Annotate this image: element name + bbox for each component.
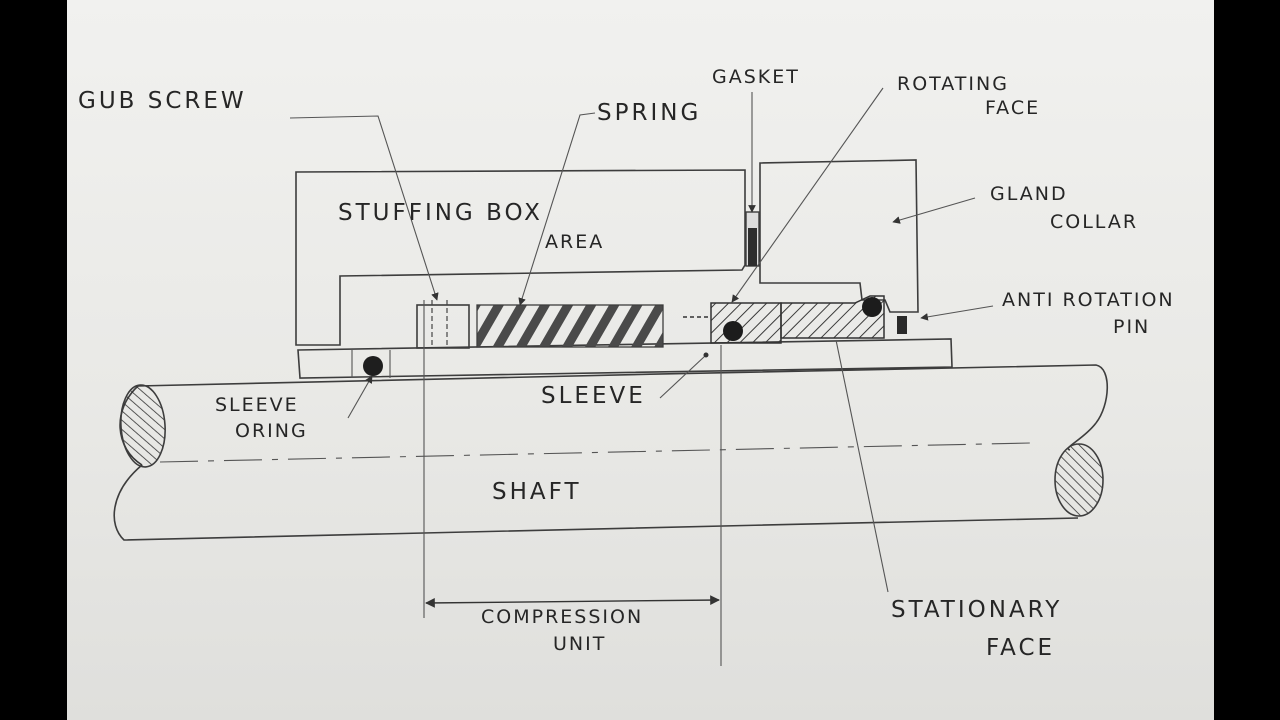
anti-rotation-pin [897, 316, 907, 334]
label-sleeve-oring-line2: ORING [235, 420, 308, 442]
leader-lines [289, 87, 994, 593]
shaft [113, 364, 1108, 541]
grub-screw-collar [416, 300, 470, 349]
label-compression-unit-line2: UNIT [553, 633, 606, 655]
rotating-face [683, 302, 782, 344]
label-gasket: GASKET [712, 66, 800, 88]
label-shaft: SHAFT [492, 479, 582, 505]
label-spring: SPRING [597, 100, 701, 126]
label-gland-collar-line2: COLLAR [1050, 211, 1138, 233]
label-rotating-face-line2: FACE [985, 97, 1040, 119]
spring [476, 304, 664, 348]
label-compression-unit-line1: COMPRESSION [481, 606, 643, 628]
stationary-face [780, 295, 885, 339]
label-anti-rotation-line2: PIN [1113, 316, 1150, 338]
label-rotating-face-line1: ROTATING [897, 73, 1009, 95]
label-stuffing-box-line1: STUFFING BOX [338, 200, 543, 226]
label-stationary-face-line2: FACE [986, 635, 1055, 661]
gasket [745, 211, 760, 267]
sleeve-oring [363, 356, 383, 376]
label-sleeve: SLEEVE [541, 383, 646, 409]
gland-collar [759, 159, 919, 313]
label-sleeve-oring-line1: SLEEVE [215, 394, 299, 416]
label-gland-collar-line1: GLAND [990, 183, 1068, 205]
stuffing-box-housing [295, 169, 746, 346]
label-grub-screw: GUB SCREW [78, 88, 247, 114]
label-stationary-face-line1: STATIONARY [891, 597, 1062, 623]
compression-unit-dimension [423, 300, 722, 666]
label-anti-rotation-line1: ANTI ROTATION [1002, 289, 1175, 311]
label-stuffing-box-line2: AREA [545, 231, 604, 253]
